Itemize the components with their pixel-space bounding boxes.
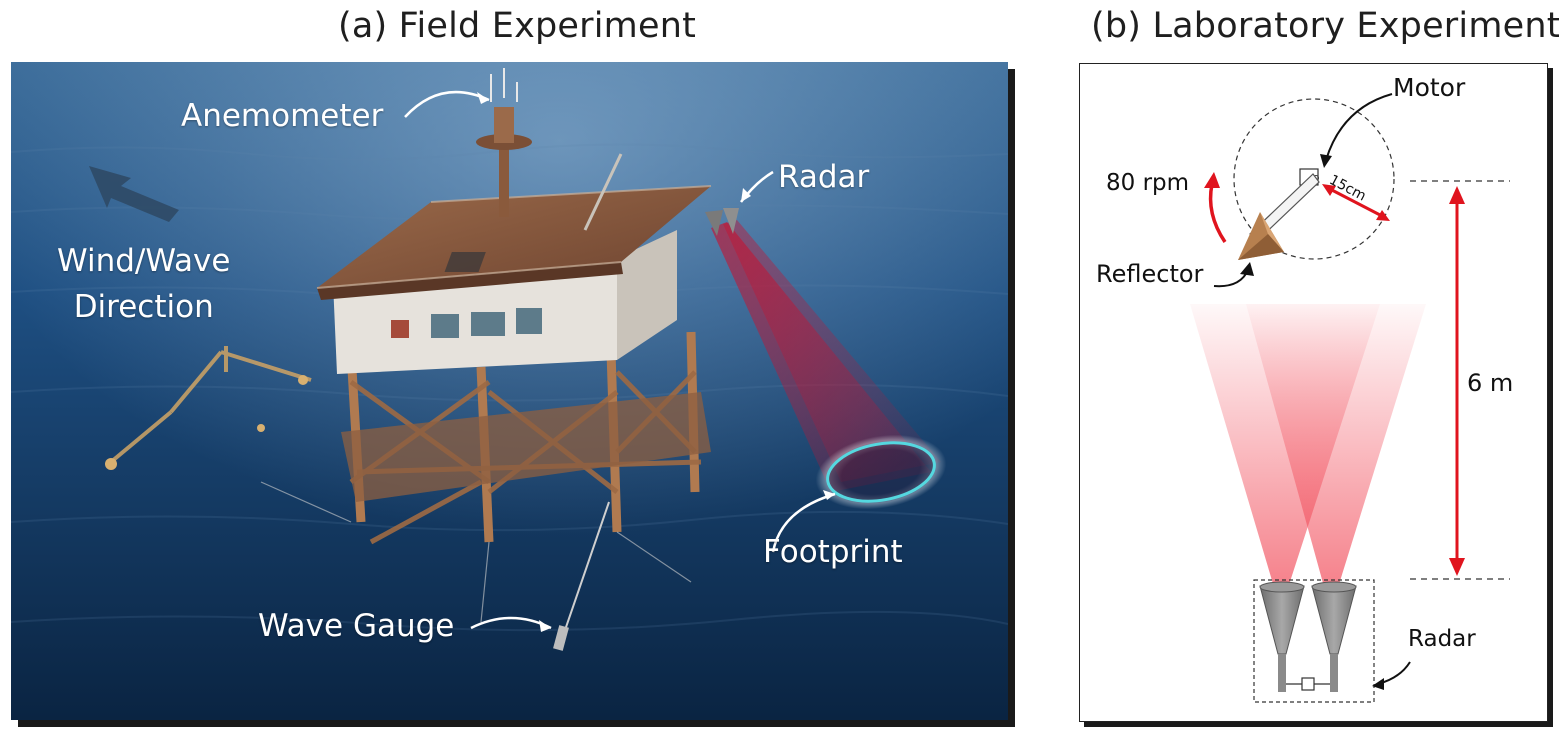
anemometer-label: Anemometer [181, 98, 384, 134]
direction-arrow-icon [89, 166, 179, 222]
direction-label: Wind/Wave Direction [57, 238, 230, 330]
direction-label-line1: Wind/Wave [57, 243, 231, 279]
rotation-arrow [1204, 172, 1227, 243]
lab-radar-beams [1190, 304, 1426, 594]
lab-diagram-illustration [1190, 93, 1510, 703]
radar-horn-icon-2 [1311, 581, 1357, 692]
rpm-label: 80 rpm [1106, 170, 1190, 196]
distance-arrow [1449, 186, 1465, 576]
distance-label: 6 m [1467, 369, 1514, 397]
field-photo-illustration [11, 62, 1008, 720]
wave-gauge-label: Wave Gauge [258, 608, 455, 644]
field-radar-label: Radar [778, 159, 870, 195]
field-photo-panel: Anemometer Radar Wind/Wave Direction Foo… [11, 62, 1008, 720]
motor-callout-arrow [1320, 93, 1393, 168]
direction-label-line2: Direction [73, 289, 214, 325]
footprint-ellipse [815, 434, 947, 510]
lab-diagram-panel: Motor 80 rpm 15cm Reflector 6 m Radar [1079, 63, 1548, 722]
wave-gauge-icon [553, 625, 569, 651]
reflector-callout-arrow [1213, 262, 1254, 288]
lab-experiment-title: (b) Laboratory Experiment [1091, 6, 1559, 46]
reflector-label: Reflector [1096, 260, 1204, 288]
rotation-circle [1233, 98, 1395, 260]
radar-horn-icon [1259, 581, 1305, 692]
radar-beam [711, 220, 941, 492]
arm-length-arrow [1322, 184, 1390, 221]
radar-callout-arrow [1372, 661, 1411, 690]
field-experiment-title: (a) Field Experiment [338, 6, 697, 46]
lab-radar-label: Radar [1408, 626, 1476, 652]
reflector-triangle-icon [1238, 212, 1284, 260]
motor-label: Motor [1393, 73, 1466, 102]
radar-unit-icon [705, 208, 739, 236]
radar-enclosure [1253, 579, 1375, 703]
footprint-label: Footprint [763, 534, 903, 570]
